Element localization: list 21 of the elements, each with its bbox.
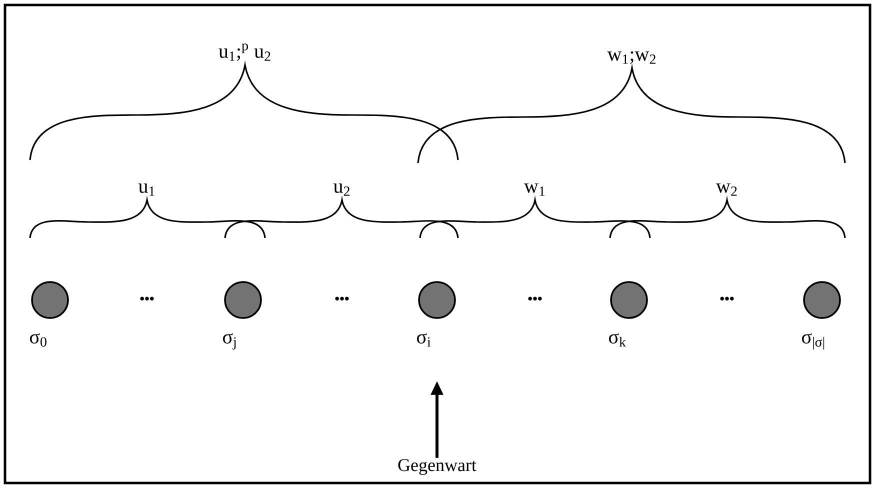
brace-label: u$_{1}$ [138, 184, 154, 196]
ellipsis: ••• [140, 296, 154, 301]
brace-label: w$_{2}$ [716, 184, 737, 196]
point-label: σ$_{j}$ [222, 333, 236, 350]
point-circle [31, 281, 69, 319]
brace-label: w$_{1}$ [524, 184, 545, 196]
point-label: σ$_{0}$ [30, 333, 46, 347]
caption-text: Gegenwart [398, 459, 476, 475]
point-label: σ$_{i}$ [416, 333, 431, 347]
ellipsis: ••• [335, 296, 349, 301]
point-circle [610, 281, 648, 319]
point-label: σ$_{|σ|}$ [802, 333, 824, 350]
brace-label: u$_{1}$;$^{p}$ u$_{2}$ [218, 44, 270, 61]
point-label: σ$_{k}$ [608, 333, 626, 347]
point-circle [418, 281, 456, 319]
ellipsis: ••• [528, 296, 542, 301]
point-circle [224, 281, 262, 319]
brace-label: w$_{1}$;w$_{2}$ [607, 51, 656, 64]
point-circle [803, 281, 841, 319]
ellipsis: ••• [720, 296, 734, 301]
brace-label: u$_{2}$ [334, 184, 350, 196]
